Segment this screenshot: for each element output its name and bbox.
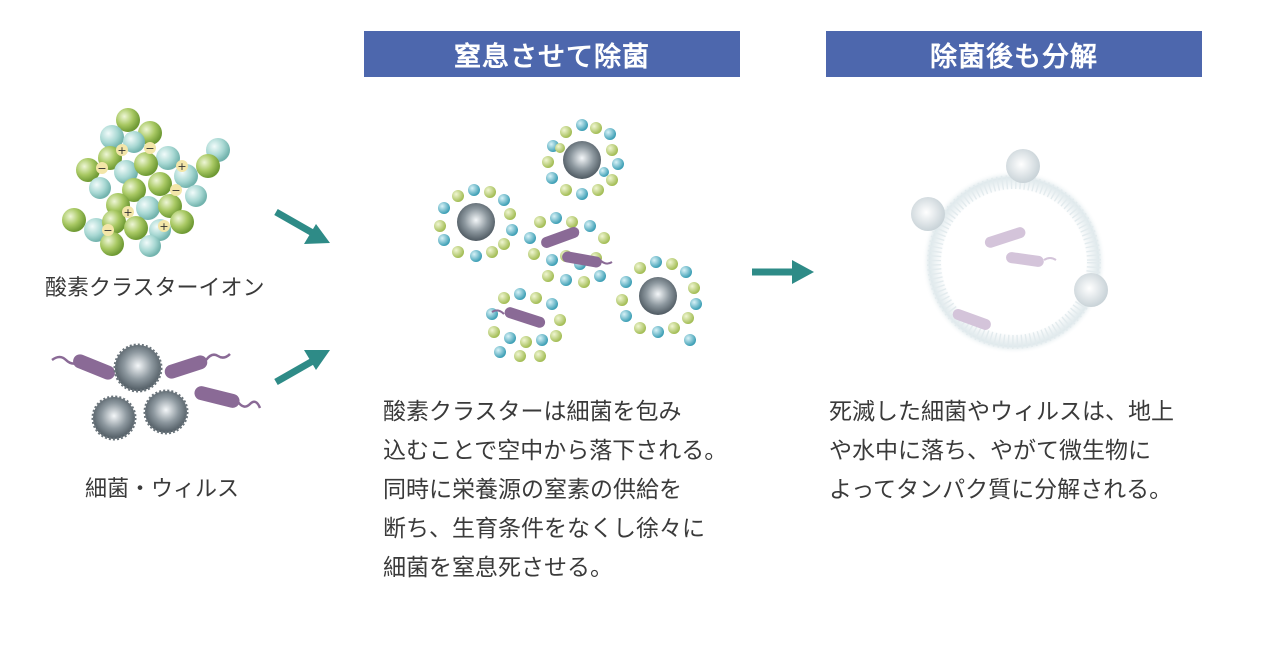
ion-charge-minus: −	[144, 142, 156, 155]
dead-bacterium	[1006, 252, 1057, 267]
bacterium	[51, 354, 115, 380]
bacteria-virus-label: 細菌・ウィルス	[85, 477, 240, 502]
description-line: 断ち、生育条件をなくし徐々に	[383, 516, 705, 542]
ion-charge-plus-text: +	[117, 144, 126, 157]
ion-charge-minus-text: −	[97, 162, 106, 175]
description-line: 酸素クラスターは細菌を包み	[383, 399, 682, 425]
decomposition-illustration	[911, 149, 1108, 354]
cluster-wrapped-virus	[542, 119, 624, 200]
cluster-wrapped-virus	[616, 256, 702, 346]
dead-virus	[1006, 149, 1040, 183]
virus	[113, 343, 163, 393]
ion-charge-minus-text: −	[145, 142, 154, 155]
ion-charge-minus: −	[96, 162, 108, 175]
bacterium	[194, 386, 262, 409]
ion-charge-plus-text: +	[123, 206, 132, 219]
stage3-description: 死滅した細菌やウィルスは、地上 や水中に落ち、やがて微生物に よってタンパク質に…	[829, 393, 1174, 510]
dead-virus	[1074, 273, 1108, 307]
cluster-wrapped-bacteria	[524, 212, 613, 288]
ion-charge-plus: +	[176, 160, 188, 173]
virus	[91, 395, 137, 441]
description-line: 同時に栄養源の窒素の供給を	[383, 477, 682, 503]
oxygen-cluster-ion-label: 酸素クラスターイオン	[45, 276, 265, 301]
ion-charge-plus: +	[122, 206, 134, 219]
stage3-header: 除菌後も分解	[826, 31, 1202, 77]
cluster-halo-rays	[927, 175, 1101, 349]
ion-charge-minus: −	[102, 224, 114, 237]
arrow-right-icon	[752, 260, 814, 284]
ion-charge-minus: −	[170, 184, 182, 197]
ion-charge-minus-text: −	[103, 224, 112, 237]
description-line: 死滅した細菌やウィルスは、地上	[829, 399, 1174, 425]
ion-charge-plus-text: +	[177, 160, 186, 173]
oxygen-cluster-ion-illustration: + − − + − + −	[62, 108, 230, 257]
arrow-diagonal-up-icon	[274, 350, 330, 386]
stage2-description: 酸素クラスターは細菌を包み 込むことで空中から落下される。 同時に栄養源の窒素の…	[383, 393, 727, 588]
description-line: や水中に落ち、やがて微生物に	[829, 438, 1151, 464]
bacterium	[164, 353, 231, 379]
ion-charge-plus-text: +	[159, 220, 168, 233]
bacteria-virus-illustration	[51, 343, 262, 441]
description-line: 込むことで空中から落下される。	[383, 438, 728, 464]
ion-charge-minus-text: −	[171, 184, 180, 197]
description-line: 細菌を窒息死させる。	[383, 555, 613, 581]
cluster-wrapped-bacteria	[486, 288, 566, 362]
virus	[143, 389, 189, 435]
arrow-diagonal-down-icon	[274, 208, 330, 244]
dead-virus	[911, 197, 945, 231]
stage2-header: 窒息させて除菌	[364, 31, 740, 77]
dead-bacterium	[984, 227, 1026, 248]
ion-charge-plus: +	[158, 220, 170, 233]
cluster-wrapped-virus	[434, 184, 518, 262]
ion-charge-plus: +	[116, 144, 128, 157]
dead-bacterium	[952, 309, 991, 330]
description-line: よってタンパク質に分解される。	[829, 477, 1173, 503]
